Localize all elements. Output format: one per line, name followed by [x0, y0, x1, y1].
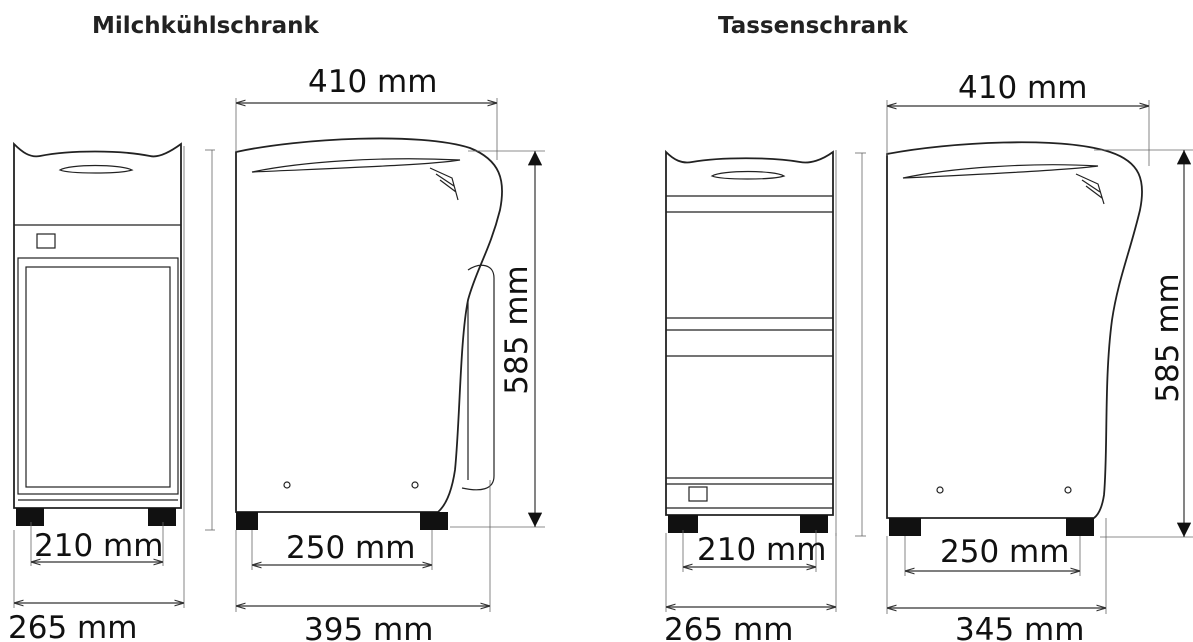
- milk-fridge-front-view: [13, 141, 215, 531]
- milk-side-top-width-label: 410 mm: [308, 64, 437, 100]
- milk-front-width-label: 265 mm: [8, 610, 137, 642]
- milk-fridge-front-dimensions: 210 mm 265 mm: [8, 522, 185, 642]
- cup-side-bottom-width-label: 345 mm: [955, 612, 1084, 642]
- cup-cabinet-side-dimensions: 410 mm 585 mm 250 mm 345 mm: [886, 70, 1193, 642]
- milk-side-bottom-width-label: 395 mm: [304, 612, 433, 642]
- milk-fridge-side-view: [235, 137, 503, 530]
- cup-side-top-width-label: 410 mm: [958, 70, 1087, 106]
- milk-side-height-label: 585 mm: [499, 265, 535, 394]
- cup-cabinet-side-view: [886, 141, 1143, 536]
- cup-side-height-label: 585 mm: [1150, 273, 1186, 402]
- title-cup-cabinet: Tassenschrank: [718, 13, 909, 39]
- cup-cabinet-front-dimensions: 210 mm 265 mm: [664, 530, 837, 642]
- milk-front-foot-spacing-label: 210 mm: [34, 528, 163, 564]
- cup-front-foot-spacing-label: 210 mm: [697, 532, 826, 568]
- milk-side-foot-spacing-label: 250 mm: [286, 530, 415, 566]
- milk-fridge-side-dimensions: 410 mm 585 mm 250 mm 395 mm: [235, 64, 545, 642]
- cup-side-foot-spacing-label: 250 mm: [940, 534, 1069, 570]
- title-milk-fridge: Milchkühlschrank: [92, 13, 320, 39]
- cup-cabinet-front-view: [665, 149, 866, 537]
- cup-front-width-label: 265 mm: [664, 612, 793, 642]
